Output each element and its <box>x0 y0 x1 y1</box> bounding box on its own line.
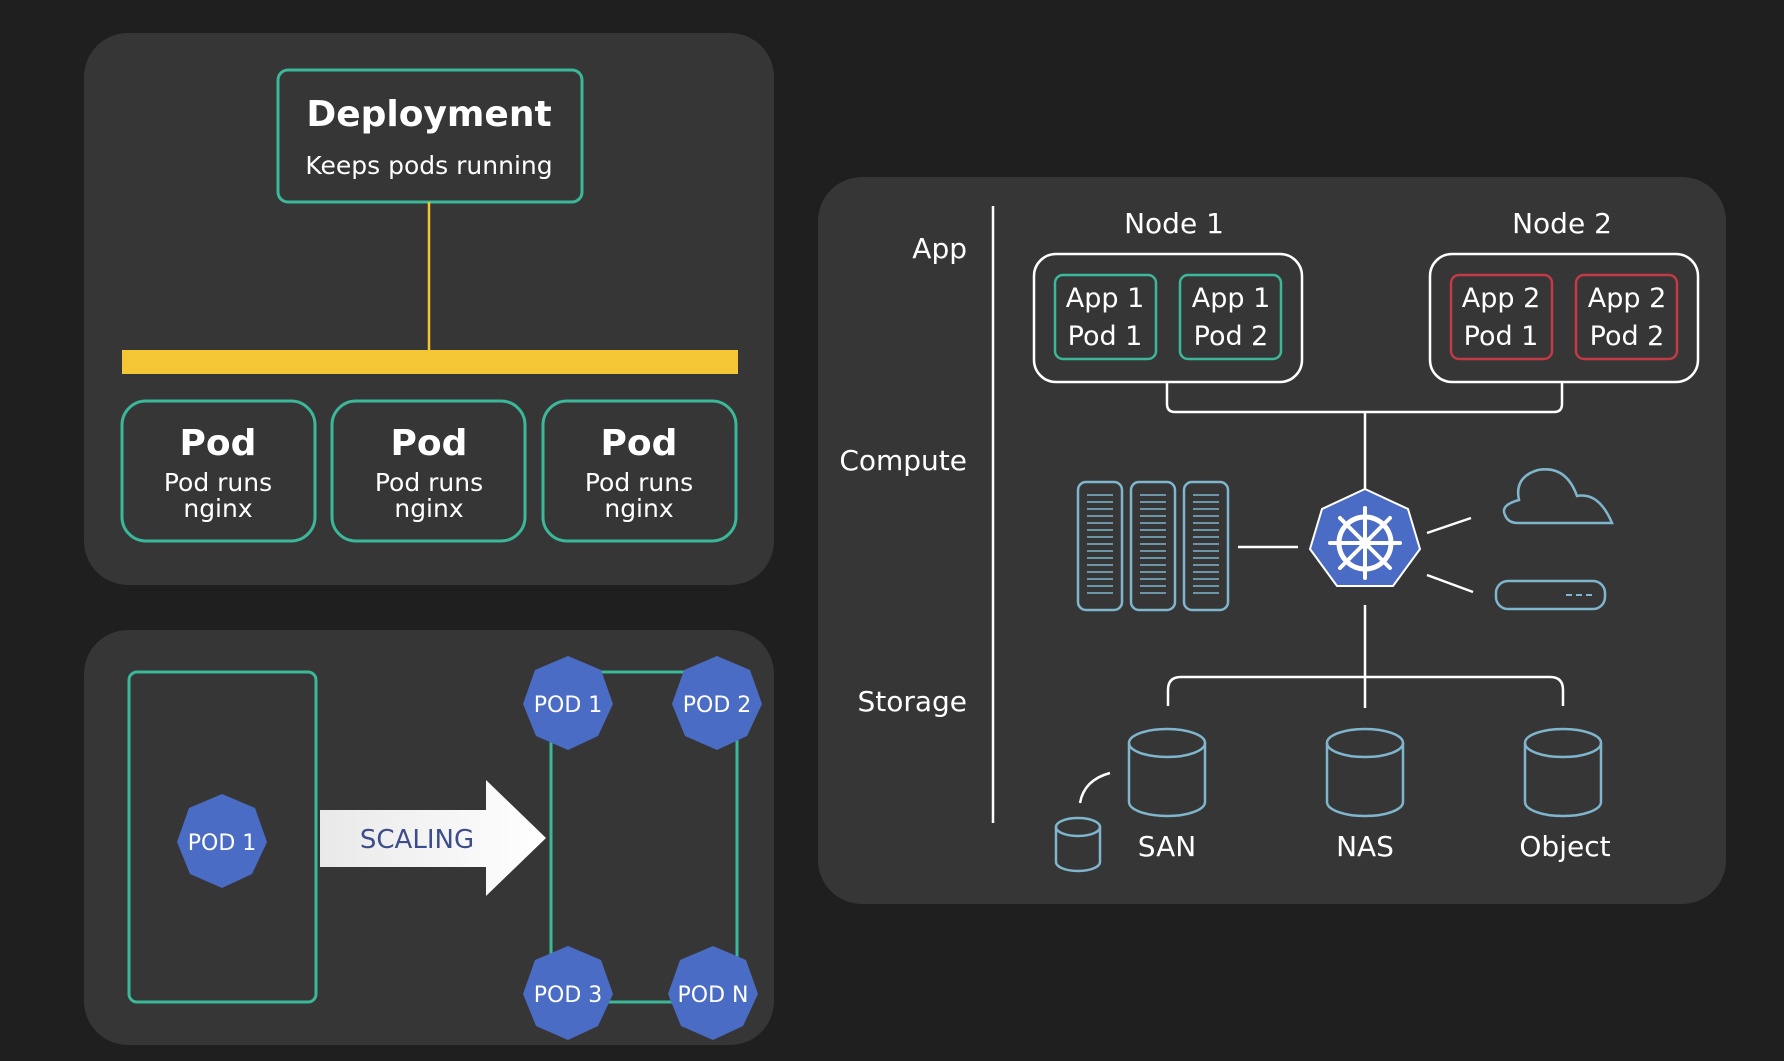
pod-desc-line1: Pod runs <box>164 468 272 497</box>
scaling-arrow: SCALING <box>320 780 546 896</box>
pod-desc-line2: nginx <box>394 494 463 523</box>
storage-label: Object <box>1519 830 1610 863</box>
node-frame <box>1428 252 1700 384</box>
pod-desc-line1: Pod runs <box>375 468 483 497</box>
storage-label: SAN <box>1138 830 1196 863</box>
pod-box: Pod Pod runs nginx <box>541 399 738 543</box>
pod-label: POD 1 <box>188 831 257 856</box>
database-icon <box>1325 727 1405 818</box>
deployment-subtitle: Keeps pods running <box>305 151 552 180</box>
replica-connector <box>1078 771 1111 804</box>
layer-label-app: App <box>912 232 967 265</box>
storage-bus <box>1166 675 1565 706</box>
deployment-panel: Deployment Keeps pods running Pod Pod ru… <box>84 33 774 585</box>
node-label: Node 1 <box>1124 207 1224 240</box>
server-rack-icon <box>1076 480 1230 612</box>
cloud-icon <box>1502 468 1614 525</box>
pod-label: POD 3 <box>534 983 603 1008</box>
pod-hexagon-icon <box>177 794 267 888</box>
app-pod: App 2 Pod 2 <box>1574 273 1679 361</box>
pod-desc-line2: nginx <box>604 494 673 523</box>
app-pod-line1: App 2 <box>1588 283 1667 314</box>
node-2: Node 2 App 2 Pod 1 App 2 Pod 2 <box>1428 207 1700 384</box>
app-pod-line1: App 1 <box>1066 283 1145 314</box>
node-1: Node 1 App 1 Pod 1 App 1 Pod 2 <box>1032 207 1304 384</box>
layer-label-compute: Compute <box>839 444 967 477</box>
scaled-pods-frame <box>549 670 739 1004</box>
app-pod-line2: Pod 1 <box>1464 321 1539 352</box>
switch-connector <box>1426 573 1474 594</box>
storage-nas: NAS <box>1325 727 1405 863</box>
scaled-pod: POD 3 <box>523 946 613 1040</box>
pod-hexagon-icon <box>672 656 762 750</box>
pod-label: POD N <box>678 983 749 1008</box>
deployment-title: Deployment <box>306 94 551 135</box>
source-pod: POD 1 <box>177 794 267 888</box>
pod-desc-line1: Pod runs <box>585 468 693 497</box>
node-label: Node 2 <box>1512 207 1612 240</box>
pod-label: POD 1 <box>534 693 603 718</box>
app-pod: App 1 Pod 2 <box>1178 273 1283 361</box>
pod-hexagon-icon <box>668 946 758 1040</box>
cloud-connector <box>1426 516 1472 535</box>
database-icon <box>1127 727 1207 818</box>
scaled-pod: POD 2 <box>672 656 762 750</box>
pod-hexagon-icon <box>523 946 613 1040</box>
app-pod-line2: Pod 1 <box>1068 321 1143 352</box>
layer-label-storage: Storage <box>857 685 967 718</box>
storage-label: NAS <box>1336 830 1394 863</box>
pod-box: Pod Pod runs nginx <box>120 399 317 543</box>
scaling-label: SCALING <box>360 825 474 855</box>
scaled-pod: POD N <box>668 946 758 1040</box>
pod-label: POD 2 <box>683 693 752 718</box>
scaling-panel: POD 1 SCALING POD 1 POD 2 POD 3 POD N <box>84 630 774 1045</box>
pod-title: Pod <box>601 423 678 464</box>
small-database-icon <box>1054 816 1102 873</box>
storage-object: Object <box>1519 727 1611 863</box>
database-icon <box>1523 727 1603 818</box>
app-pod-line2: Pod 2 <box>1590 321 1665 352</box>
app-pod: App 2 Pod 1 <box>1449 273 1554 361</box>
storage-san: SAN <box>1054 727 1207 873</box>
pod-title: Pod <box>391 423 468 464</box>
replica-bar <box>122 350 738 374</box>
app-pod-line1: App 1 <box>1192 283 1271 314</box>
app-pod: App 1 Pod 1 <box>1053 273 1158 361</box>
scaled-pod: POD 1 <box>523 656 613 750</box>
pod-box: Pod Pod runs nginx <box>330 399 527 543</box>
pod-desc-line2: nginx <box>183 494 252 523</box>
deployment-box: Deployment Keeps pods running <box>276 68 584 204</box>
kubernetes-icon <box>1308 487 1422 587</box>
app-pod-line2: Pod 2 <box>1194 321 1269 352</box>
architecture-panel: App Compute Storage Node 1 App 1 Pod 1 A… <box>818 177 1726 904</box>
pod-hexagon-icon <box>523 656 613 750</box>
app-pod-line1: App 2 <box>1462 283 1541 314</box>
single-pod-frame <box>127 670 318 1004</box>
pod-title: Pod <box>180 423 257 464</box>
network-switch-icon <box>1494 579 1607 611</box>
